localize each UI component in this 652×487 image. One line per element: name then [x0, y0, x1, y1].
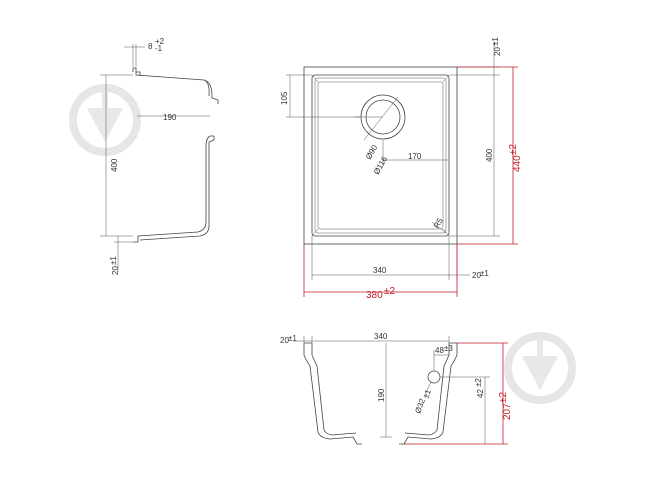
front-view — [293, 336, 508, 445]
side-top-thickness-label: 8 — [148, 42, 153, 51]
top-overall-height-tol: ±2 — [508, 144, 519, 155]
top-view — [286, 42, 518, 297]
front-overall-depth-label: 207 — [502, 403, 513, 420]
drain-outer-label: Ø116 — [372, 155, 390, 176]
side-top-thickness-tol: +2 — [155, 37, 165, 46]
front-rim-left-tol: ±1 — [288, 334, 297, 343]
front-rim-left-label: 20 — [280, 336, 289, 345]
top-rim-right-tol: ±1 — [480, 269, 489, 278]
overflow-height-tol: ±2 — [474, 378, 483, 387]
side-height-label: 400 — [110, 158, 119, 172]
top-rim-label: 20 — [493, 47, 502, 56]
overflow-position-tol: ±3 — [444, 344, 453, 353]
top-inner-height-label: 400 — [485, 148, 494, 162]
overflow-diameter-tol: ±1 — [421, 388, 433, 400]
top-overall-width-tol: ±2 — [384, 286, 395, 297]
top-overall-width-label: 380 — [366, 290, 383, 301]
side-base-thickness-tol: ±1 — [109, 256, 118, 265]
side-base-thickness-label: 20 — [111, 266, 120, 275]
overflow-position-label: 48 — [435, 346, 444, 355]
drain-offset-label: 105 — [280, 91, 289, 105]
drain-from-right-label: 170 — [408, 152, 422, 161]
top-rim-tol: ±1 — [491, 37, 500, 46]
top-overall-height-label: 440 — [512, 155, 523, 172]
drop-logo-icon — [504, 332, 576, 404]
overflow-diameter-label: Ø32 — [413, 397, 427, 415]
front-overall-depth-tol: ±2 — [498, 392, 509, 403]
side-top-thickness-tol-minus: -1 — [155, 44, 163, 53]
front-depth-label: 190 — [377, 388, 386, 402]
overflow-height-label: 42 — [476, 389, 485, 398]
drop-logo-icon — [69, 84, 141, 156]
side-inner-width-label: 190 — [163, 113, 177, 122]
top-rim-right-label: 20 — [472, 271, 481, 280]
front-inner-width-label: 340 — [374, 332, 388, 341]
drain-inner-label: Ø90 — [364, 143, 380, 161]
top-inner-width-label: 340 — [373, 266, 387, 275]
side-view — [100, 44, 219, 272]
